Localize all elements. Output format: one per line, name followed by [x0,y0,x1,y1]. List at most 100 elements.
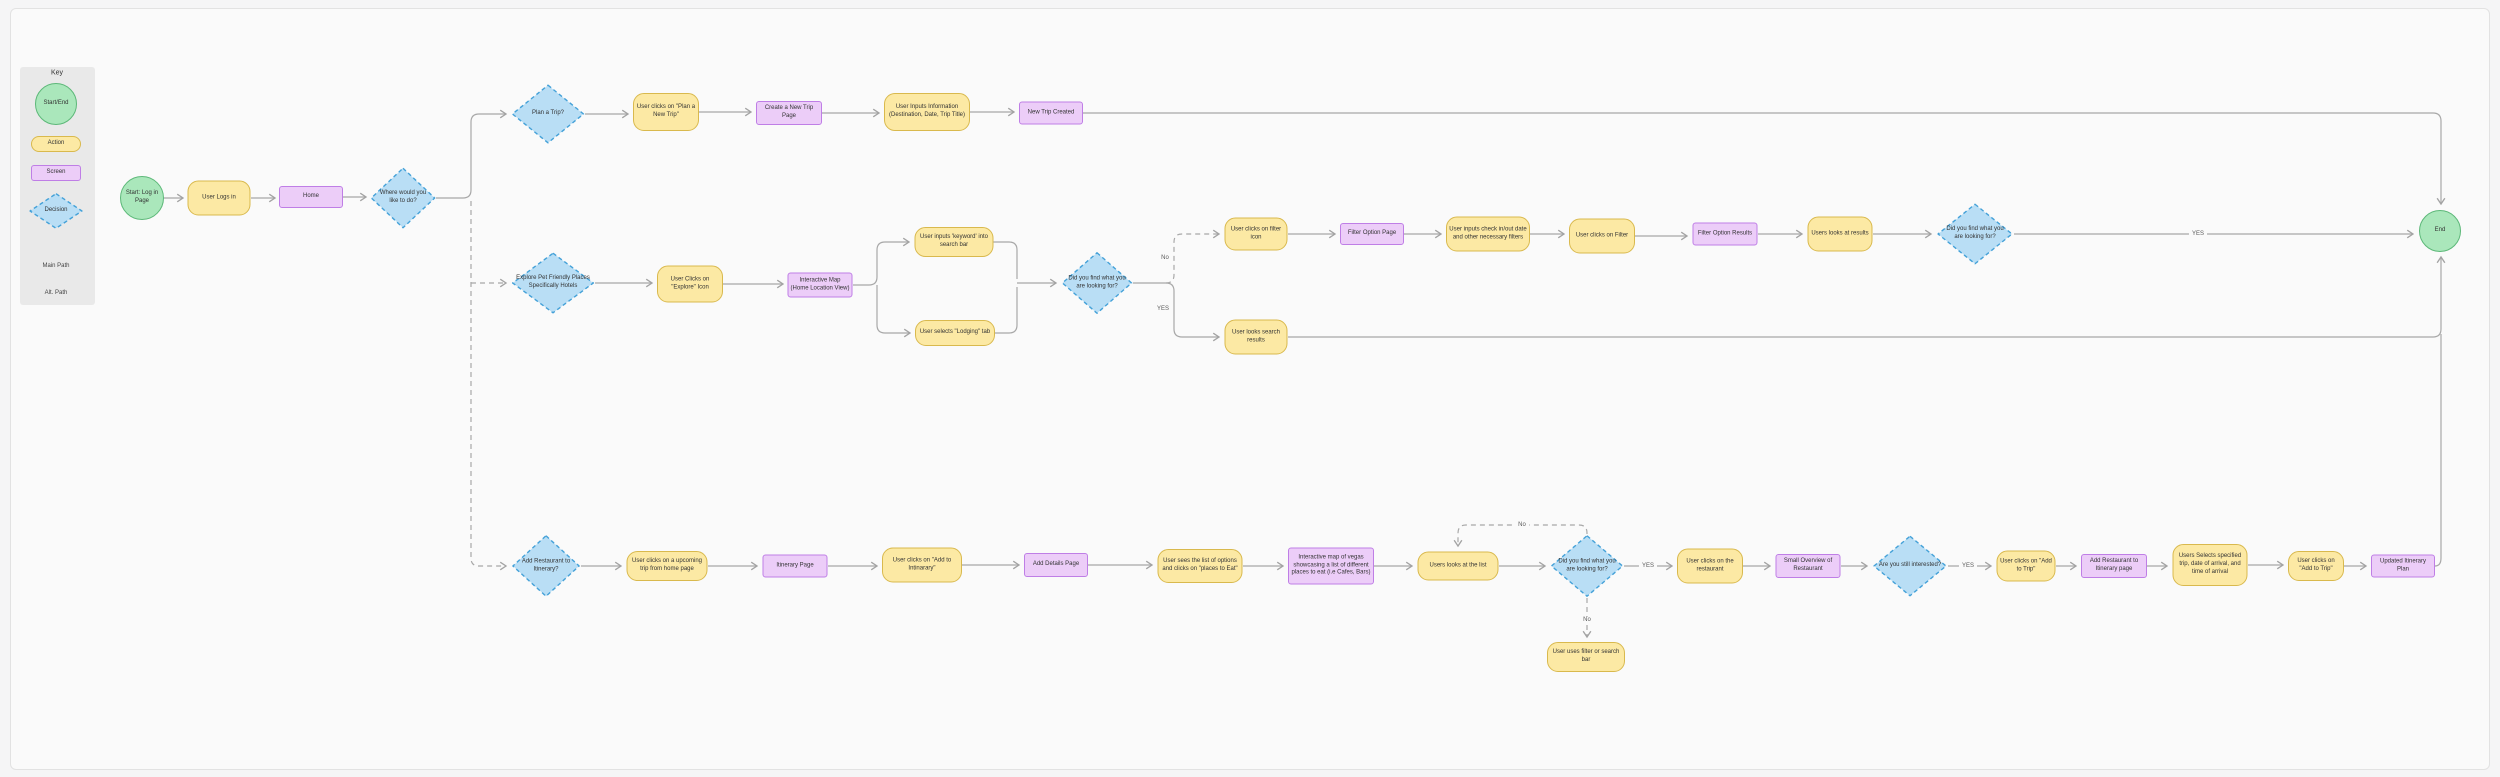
diamond-shape [1873,535,1948,597]
screen-interactive-map[interactable]: Interactive Map (Home Location View) [787,272,853,298]
action-clicks-add-to-trip-1[interactable]: User clicks on "Add to Trip" [1996,550,2056,582]
action-clicks-add-to-itinerary[interactable]: User clicks on "Add to Intinarary" [882,547,962,583]
diamond-shape [511,84,585,144]
node-label: Action [47,140,65,147]
action-looks-at-the-list[interactable]: Users looks at the list [1417,551,1499,581]
action-sees-list-places-to-eat[interactable]: User sees the list of options and clicks… [1157,549,1243,583]
node-label: Interactive Map (Home Location View) [790,277,850,291]
node-label: User Inputs Information (Destination, Da… [888,104,966,118]
screen-itinerary-page[interactable]: Itinerary Page [762,554,828,578]
node-label: Updated Itinerary Plan [2379,558,2427,572]
node-label: User clicks on Filter [1575,232,1629,239]
node-label: Screen [46,169,66,176]
edge-label-no-list-loop: No [1515,522,1529,528]
screen-vegas-map[interactable]: Interactive map of vegas showcasing a li… [1288,547,1374,585]
node-label: User clicks on a upcoming trip from home… [631,558,703,572]
diamond-shape [512,535,581,598]
screen-add-restaurant-page[interactable]: Add Restaurant to Itinerary page [2081,554,2147,578]
node-label: User inputs check in/out date and other … [1449,226,1527,240]
node-label: Where would you like to do? [379,190,427,204]
decision-add-restaurant[interactable]: Add Restaurant to Itinerary? [512,535,581,598]
diamond-shape [1550,535,1624,598]
node-label: User selects "Lodging" tab [919,329,991,336]
decision-did-you-find-3[interactable]: Did you find what you are looking for? [1550,535,1624,598]
node-label: Users looks at results [1811,230,1869,237]
decision-explore-pet-friendly[interactable]: Explore Pet Friendly Places Specifically… [511,252,595,314]
decision-still-interested[interactable]: Are you still interested? [1873,535,1948,597]
node-label: User clicks on "Add to Trip" [2000,558,2052,572]
key-title: Key [50,69,64,77]
action-clicks-restaurant[interactable]: User clicks on the restaurant [1677,548,1743,584]
edge-label-no-filter-search: No [1580,617,1594,623]
decision-did-you-find-2[interactable]: Did you find what you are looking for? [1937,203,2014,265]
screen-add-details-page[interactable]: Add Details Page [1024,553,1088,577]
node-label: Interactive map of vegas showcasing a li… [1291,554,1371,576]
diamond-shape [1061,252,1133,315]
action-clicks-upcoming-trip[interactable]: User clicks on a upcoming trip from home… [626,551,708,581]
node-label: Users looks at the list [1429,562,1487,569]
action-clicks-on-filter[interactable]: User clicks on Filter [1569,218,1635,254]
action-inputs-checkinout-filters[interactable]: User inputs check in/out date and other … [1446,216,1530,252]
action-clicks-filter-icon[interactable]: User clicks on filter icon [1224,217,1288,251]
node-label: User clicks on "Add to Intinarary" [892,557,952,571]
flowchart-canvas[interactable] [10,8,2490,770]
edge-label-yes-to-end: YES [2188,231,2208,237]
node-label: User uses filter or search bar [1552,649,1620,663]
screen-filter-option-page[interactable]: Filter Option Page [1340,223,1404,245]
edge-label-no-filter-loop: No [1161,255,1169,261]
node-label: End [2434,227,2446,234]
screen-filter-option-results[interactable]: Filter Option Results [1692,222,1758,246]
node-label: User clicks on "Add to Trip" [2297,558,2335,572]
decision-where-would-you-like[interactable]: Where would you like to do? [370,167,436,229]
action-user-logs-in[interactable]: User Logs in [187,180,251,216]
screen-updated-itinerary-plan[interactable]: Updated Itinerary Plan [2371,554,2435,578]
screen-small-overview[interactable]: Small Overview of Restaurant [1775,554,1841,578]
node-label: User clicks on the restaurant [1686,558,1734,572]
node-label: User Logs in [202,194,236,201]
action-selects-trip-details[interactable]: Users Selects specified trip, date of ar… [2172,544,2248,586]
node-label: Explore Pet Friendly Places Specifically… [516,275,590,289]
action-looks-at-results[interactable]: Users looks at results [1807,216,1873,252]
node-label: Filter Option Results [1697,230,1753,237]
node-label: Did you find what you are looking for? [1068,275,1126,289]
diamond-shape [29,193,83,229]
node-label: Small Overview of Restaurant [1783,558,1833,572]
node-label: Did you find what you are looking for? [1946,226,2004,240]
node-label: Create a New Trip Page [764,105,814,119]
node-label: Did you find what you are looking for? [1558,558,1616,572]
action-uses-filter-or-search[interactable]: User uses filter or search bar [1547,642,1625,672]
key-action-shape[interactable]: Action [31,136,81,152]
edge-label-yes-restaurant: YES [1638,563,1658,569]
start-node[interactable]: Start: Log in Page [120,176,164,220]
diamond-shape [1937,203,2014,265]
screen-home[interactable]: Home [279,186,343,208]
edge-label-yes-add-trip: YES [1958,563,1978,569]
node-label: Start: Log in Page [125,190,159,204]
key-startend-shape[interactable]: Start/End [35,83,77,125]
key-decision-shape[interactable]: Decision [29,193,83,229]
node-label: User clicks on filter icon [1230,226,1282,240]
end-node[interactable]: End [2419,210,2461,252]
action-clicks-explore-icon[interactable]: User Clicks on "Explore" Icon [657,265,723,303]
key-screen-shape[interactable]: Screen [31,165,81,181]
screen-new-trip-created[interactable]: New Trip Created [1019,101,1083,125]
action-selects-lodging-tab[interactable]: User selects "Lodging" tab [915,320,995,346]
decision-did-you-find-1[interactable]: Did you find what you are looking for? [1061,252,1133,315]
action-inputs-keyword[interactable]: User inputs 'keyword' into search bar [914,227,994,257]
diamond-shape [370,167,436,229]
key-main-path-label: Main Path [42,263,70,269]
node-label: User clicks on "Plan a New Trip" [636,104,696,118]
action-clicks-add-to-trip-2[interactable]: User clicks on "Add to Trip" [2288,551,2344,581]
node-label: User Clicks on "Explore" Icon [670,276,710,290]
node-label: User inputs 'keyword' into search bar [920,234,988,248]
node-label: Add Restaurant to Itinerary? [521,558,571,572]
action-inputs-information[interactable]: User Inputs Information (Destination, Da… [884,93,970,131]
node-label: Home [302,193,319,200]
decision-plan-a-trip[interactable]: Plan a Trip? [511,84,585,144]
screen-create-new-trip[interactable]: Create a New Trip Page [756,101,822,125]
action-clicks-plan-new-trip[interactable]: User clicks on "Plan a New Trip" [633,93,699,131]
node-label: User sees the list of options and clicks… [1162,558,1238,572]
action-looks-search-results[interactable]: User looks search results [1224,319,1288,355]
